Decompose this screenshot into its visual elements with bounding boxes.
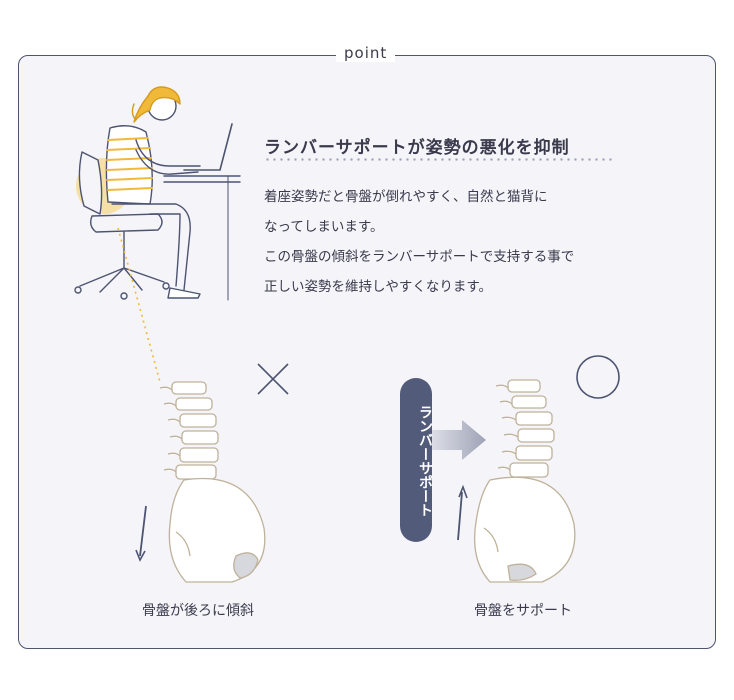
caption-tilted-pelvis: 骨盤が後ろに傾斜	[142, 603, 254, 619]
guide-dotted-line	[117, 227, 161, 383]
caption-supported-pelvis: 骨盤をサポート	[474, 603, 572, 619]
lumbar-support-label: ランバーサポート	[417, 405, 433, 517]
body-line: 正しい姿勢を維持しやすくなります。	[264, 279, 493, 295]
body-paragraph: 着座姿勢だと骨盤が倒れやすく、自然と猫背に なってしまいます。 この骨盤の傾斜を…	[264, 182, 574, 302]
seated-woman-illustration	[74, 86, 241, 301]
heading-dotted-divider	[264, 158, 612, 161]
tilt-arrow	[135, 549, 146, 562]
circle-mark-icon	[576, 355, 620, 399]
body-line: 着座姿勢だと骨盤が倒れやすく、自然と猫背に	[264, 189, 548, 205]
section-heading: ランバーサポートが姿勢の悪化を抑制	[264, 138, 570, 158]
push-arrow-icon	[432, 420, 486, 460]
tilted-pelvis-illustration	[159, 381, 266, 583]
support-arrow	[458, 484, 468, 499]
cross-mark-icon	[257, 363, 289, 395]
body-line: この骨盤の傾斜をランバーサポートで支持する事で	[264, 249, 575, 265]
section-label: point	[336, 44, 396, 62]
lumbar-support-badge: ランバーサポート	[400, 378, 433, 542]
supported-pelvis-illustration	[473, 379, 576, 583]
body-line: なってしまいます。	[264, 219, 384, 235]
